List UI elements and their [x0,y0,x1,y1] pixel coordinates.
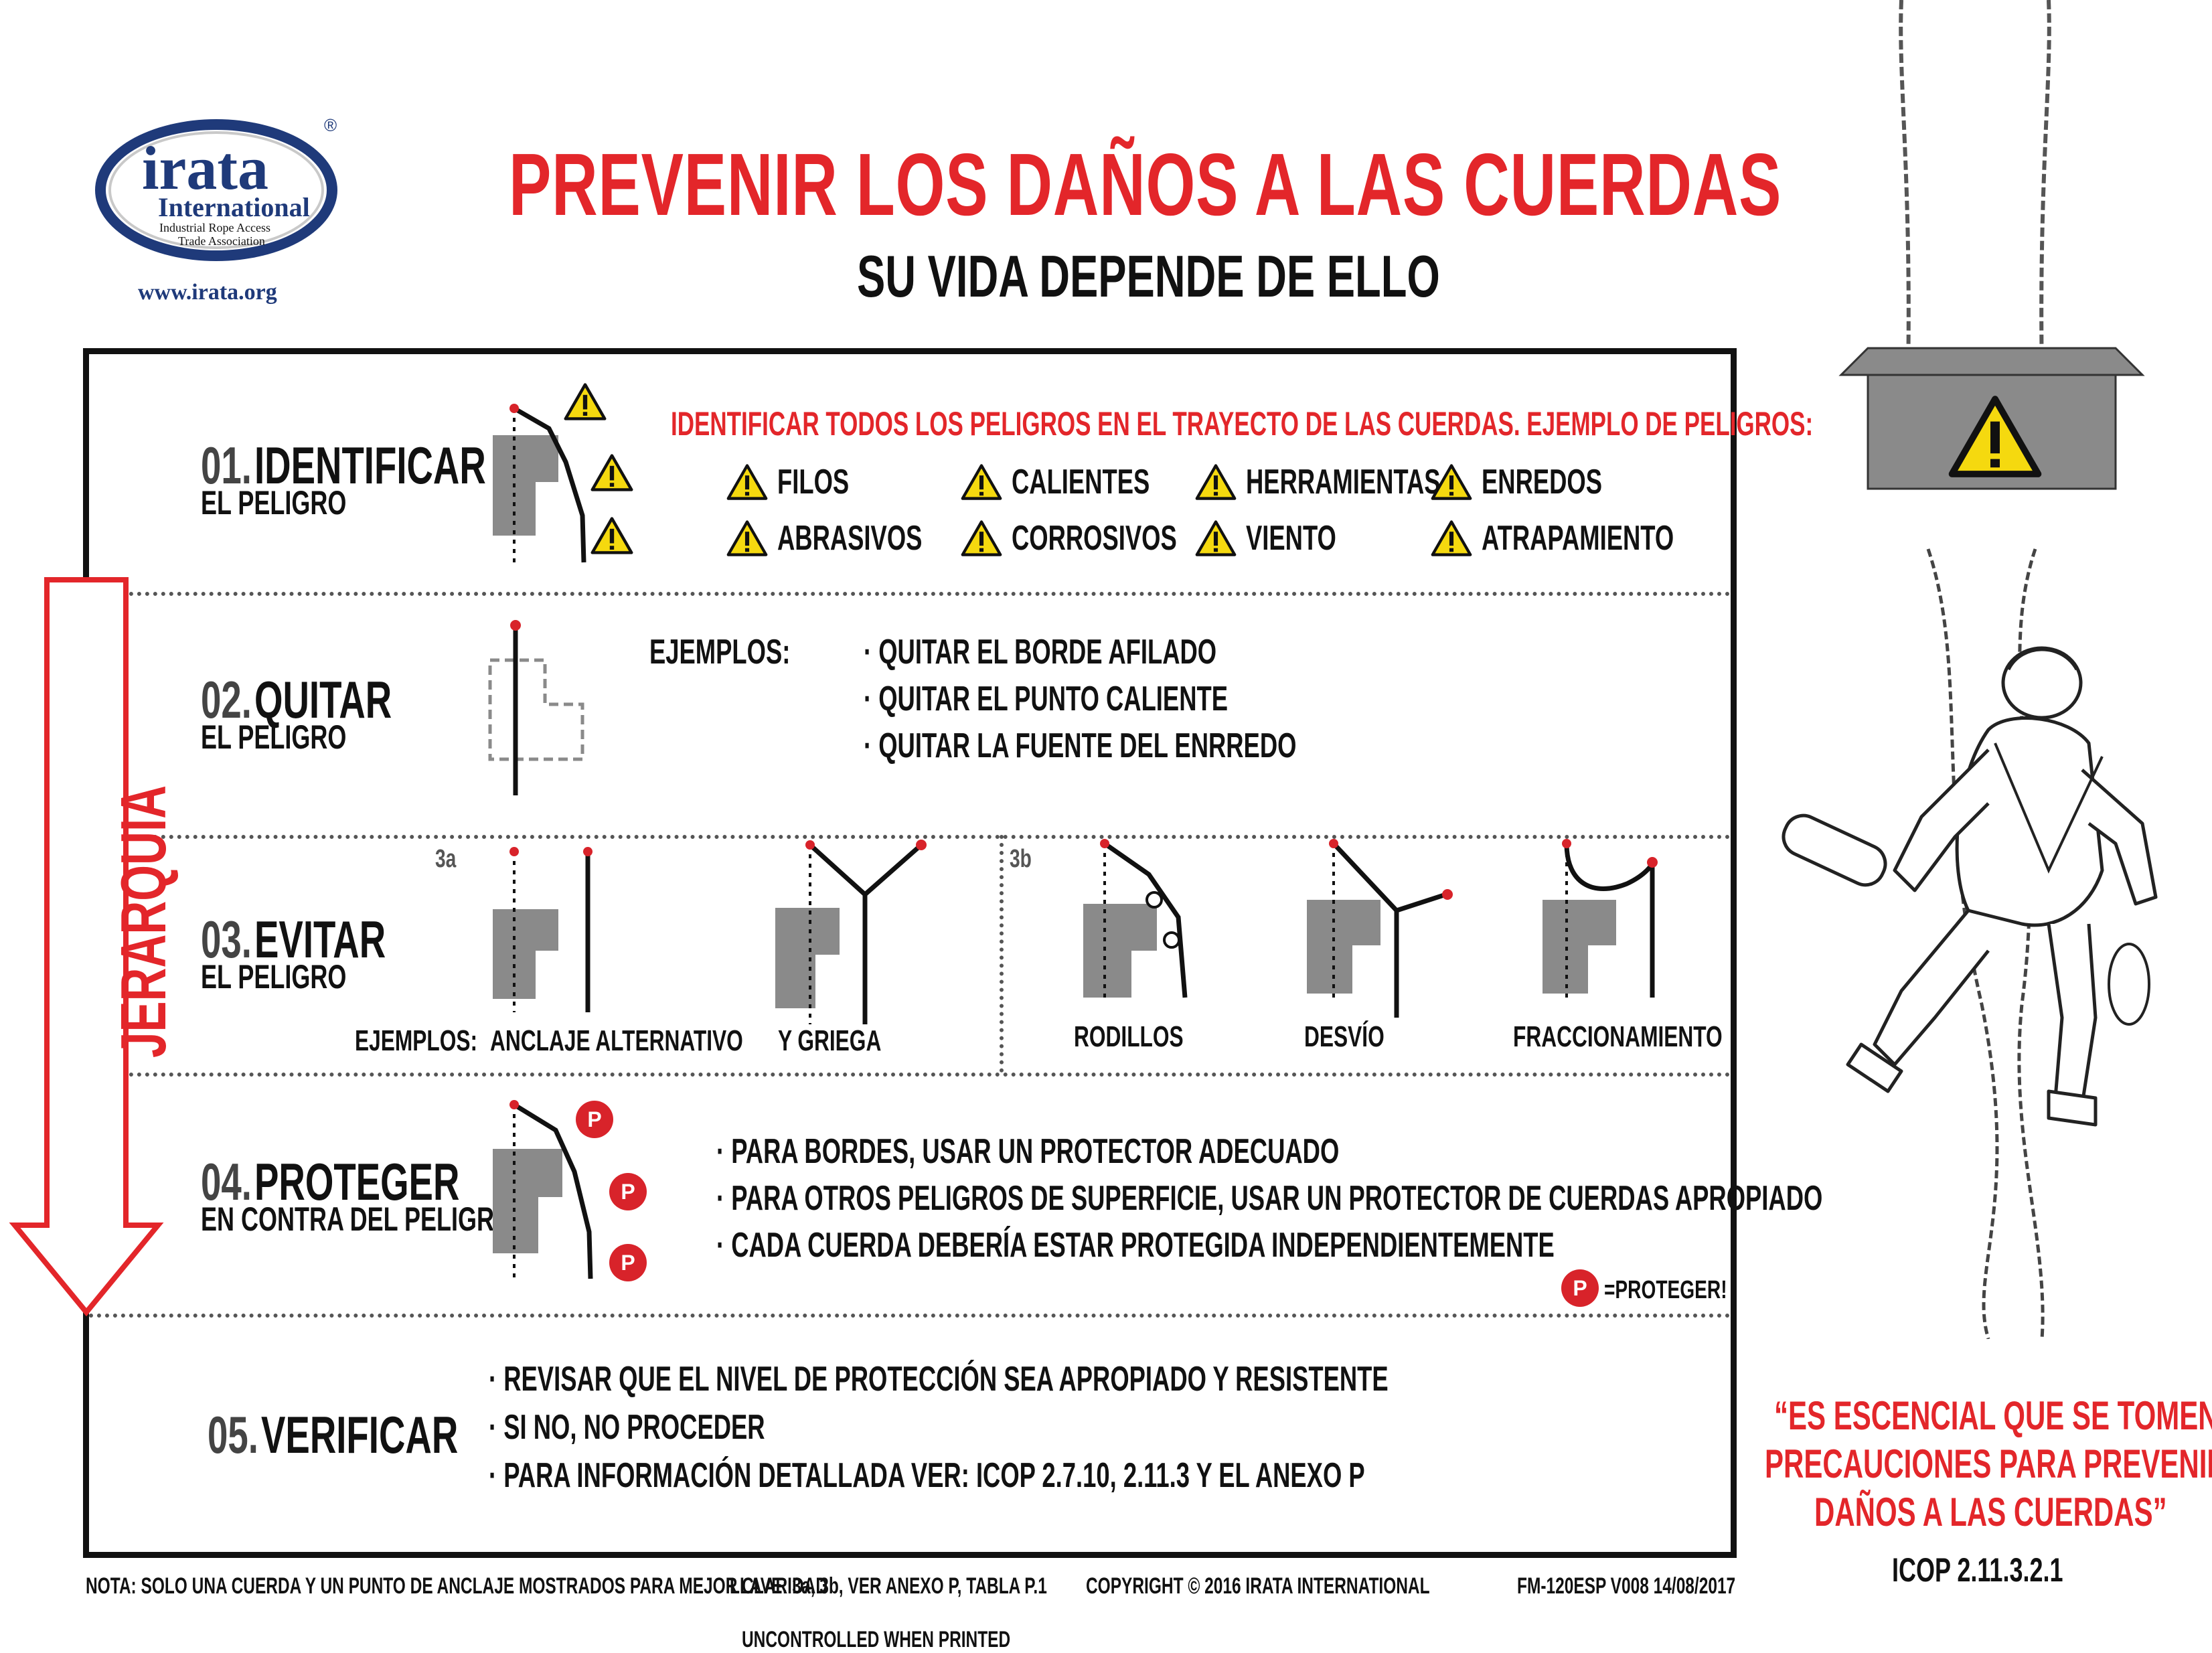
step-03-example: FRACCIONAMIENTO [1513,1020,1723,1053]
diagram-fraccionamiento [1543,839,1658,998]
footer-uncontrolled: UNCONTROLLED WHEN PRINTED [742,1627,1011,1652]
footer-key: LLAVE: 3a, 3b, VER ANEXO P, TABLA P.1 [730,1573,1047,1599]
step-02-number: 02. [201,670,252,729]
footer-copyright: COPYRIGHT © 2016 IRATA INTERNATIONAL [1086,1573,1430,1599]
step-05-number: 05. [208,1405,258,1464]
step-04-bullet: · PARA BORDES, USAR UN PROTECTOR ADECUAD… [716,1132,1340,1171]
protect-badge: P [609,1244,647,1281]
page-subtitle: SU VIDA DEPENDE DE ELLO [857,243,1440,309]
diagram-y-griega [775,840,927,1024]
step-03-number: 03. [201,910,252,969]
protect-badge: P [576,1101,613,1138]
footer-code: FM-120ESP V008 14/08/2017 [1517,1573,1736,1599]
logo-line1: Industrial Rope Access [159,221,270,234]
quote-line-1: “ES ESCENCIAL QUE SE TOMEN [1774,1393,2212,1438]
step-01-heading: IDENTIFICAR TODOS LOS PELIGROS EN EL TRA… [671,405,1814,443]
quote-line-3: DAÑOS A LAS CUERDAS” [1814,1490,2167,1534]
row-divider [89,1314,1731,1318]
hazard-item: HERRAMIENTAS [1195,462,1524,502]
warning-icon [564,383,607,420]
logo-registered: ® [324,115,337,135]
hierarchy-label: JERARQUIA [108,785,179,1058]
step-02-bullet: · QUITAR LA FUENTE DEL ENRREDO [864,726,1297,765]
hazard-item: ENREDOS [1431,462,1654,502]
step-02-bullet: · QUITAR EL PUNTO CALIENTE [864,680,1228,718]
step-03-example: DESVÍO [1304,1020,1385,1053]
warning-icon [590,517,633,554]
warning-icon [1195,464,1237,500]
step-02-examples-label: EJEMPLOS: [649,633,791,672]
col-divider [1000,835,1004,1073]
quote-line-2: PRECAUCIONES PARA PREVENIR [1765,1441,2212,1486]
warning-icon [590,454,633,491]
step-02-bullet: · QUITAR EL BORDE AFILADO [864,633,1217,672]
step-01-sub: EL PELIGRO [201,484,347,522]
page-title: PREVENIR LOS DAÑOS A LAS CUERDAS [509,135,1782,234]
step-04-sub: EN CONTRA DEL PELIGRO [201,1200,514,1238]
logo-oval-inner [108,131,324,249]
hazard-item: CORROSIVOS [961,518,1248,558]
hazard-item: ATRAPAMIENTO [1431,518,1756,558]
warning-icon [726,464,768,500]
diagram-rodillos [1083,839,1188,998]
hazard-item: VIENTO [1195,518,1375,558]
step-04-name: PROTEGER [254,1152,460,1211]
protect-badge: P [609,1173,647,1210]
step-03-example: ANCLAJE ALTERNATIVO [490,1024,743,1057]
row-divider [89,1073,1731,1077]
rope-access-illustration [1782,0,2158,1339]
step-03-sub: EL PELIGRO [201,958,347,996]
step-05-bullet: · REVISAR QUE EL NIVEL DE PROTECCIÓN SEA… [489,1360,1389,1399]
step-03-example: Y GRIEGA [778,1024,882,1057]
protect-legend-text: =PROTEGER! [1604,1276,1727,1304]
hazard-item: FILOS [726,462,880,502]
hazard-item: ABRASIVOS [726,518,984,558]
step-02-sub: EL PELIGRO [201,718,347,756]
row-divider [89,592,1731,596]
step-01-name: IDENTIFICAR [254,436,486,495]
step-03-example: RODILLOS [1074,1020,1184,1053]
diagram-anclaje-alternativo [493,847,592,1012]
warning-icon [726,520,768,556]
warning-icon [1195,520,1237,556]
row-divider [89,835,1731,839]
step-04-diagram [493,1100,593,1279]
step-03-examples-label: EJEMPLOS: [355,1024,478,1057]
logo-url[interactable]: www.irata.org [138,280,277,305]
warning-icon [1431,520,1472,556]
warning-icon [961,520,1002,556]
step-01-diagram [493,404,586,566]
irata-logo: irata International Industrial Rope Acce… [94,115,348,320]
step-01-number: 01. [201,436,252,495]
footer-note: NOTA: SOLO UNA CUERDA Y UN PUNTO DE ANCL… [86,1573,828,1599]
step-04-number: 04. [201,1152,252,1211]
step-04-bullet: · PARA OTROS PELIGROS DE SUPERFICIE, USA… [716,1179,1823,1218]
step-05-name: VERIFICAR [261,1405,459,1464]
key-3a: 3a [435,845,457,873]
key-3b: 3b [1010,845,1032,873]
logo-line2: Trade Association [178,234,265,248]
diagram-desvio [1307,839,1453,1018]
step-02-name: QUITAR [254,670,392,729]
step-05-bullet: · SI NO, NO PROCEDER [489,1408,765,1447]
logo-sub: International [158,192,310,222]
step-03-name: EVITAR [254,910,386,969]
warning-icon [961,464,1002,500]
protect-badge-legend: P [1561,1269,1599,1307]
step-04-bullet: · CADA CUERDA DEBERÍA ESTAR PROTEGIDA IN… [716,1226,1555,1265]
hierarchy-arrow [9,577,164,1317]
hazard-item: CALIENTES [961,462,1209,502]
logo-name: irata [142,134,269,202]
step-05-bullet: · PARA INFORMACIÓN DETALLADA VER: ICOP 2… [489,1456,1365,1495]
step-02-diagram [488,620,584,795]
warning-icon [1431,464,1472,500]
quote-reference: ICOP 2.11.3.2.1 [1892,1551,2063,1589]
